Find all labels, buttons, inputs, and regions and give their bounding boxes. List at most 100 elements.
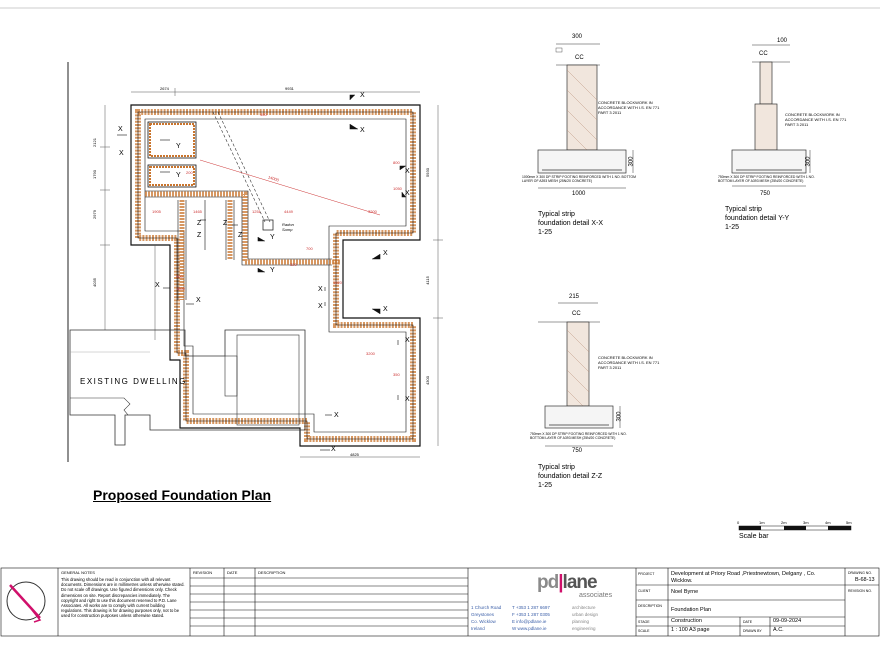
dim-right-2: 4115 (424, 276, 430, 285)
foundation-plan (67, 62, 443, 462)
dim-top-2: 9931 (285, 86, 294, 91)
address-line: Ireland (471, 626, 485, 631)
drawing-no-value: B-68-13 (855, 577, 875, 583)
dim-red: 320 (290, 262, 297, 267)
detail-x-x-drawing (537, 43, 634, 189)
dim-top-1: 2674 (160, 86, 169, 91)
section-marker-y: Y (270, 234, 275, 241)
detail-yy-caption-1: Typical strip (725, 206, 762, 213)
service-line: engineering (572, 626, 596, 631)
section-marker-x: X (196, 297, 201, 304)
detail-y-y-drawing (731, 44, 811, 187)
scale-tick-label: 3m (803, 520, 809, 525)
description-header: DESCRIPTION (258, 570, 286, 575)
contact-line: W www.pdlane.ie (512, 626, 547, 631)
section-marker-x: X (331, 446, 336, 453)
section-marker-x: X (383, 250, 388, 257)
scale-tick-label: 4m (825, 520, 831, 525)
stage-value: Construction (671, 618, 702, 624)
section-marker-y: Y (270, 267, 275, 274)
dim-red: 200 (186, 170, 193, 175)
detail-yy-caption-2: foundation detail Y-Y (725, 215, 790, 222)
section-marker-z: Z (238, 232, 243, 239)
detail-zz-width: 215 (569, 294, 580, 300)
detail-zz-cap: CC (572, 311, 581, 317)
section-marker-x: X (334, 412, 339, 419)
client-label: CLIENT (638, 589, 651, 593)
detail-xx-cap: CC (575, 55, 584, 61)
logo-pd: pd (537, 572, 559, 593)
dim-left-4: 4035 (91, 278, 97, 287)
project-value: Development at Priory Road ,Priestnewtow… (671, 571, 816, 584)
section-marker-x: X (405, 190, 410, 197)
detail-yy-footing-note: 750mm X 300 DP STRIP FOOTING REINFORCED … (718, 175, 815, 183)
service-line: architecture (572, 605, 596, 610)
scale-bar-graphic (738, 525, 852, 531)
scale-tick-label: 0 (737, 520, 740, 525)
address-line: 1 Church Road (471, 605, 502, 610)
description-label: DESCRIPTION (638, 604, 662, 608)
detail-xx-footing-note: 1000mm X 300 DP STRIP FOOTING REINFORCED… (522, 175, 636, 183)
section-marker-y: Y (176, 143, 181, 150)
detail-zz-depth: 300 (616, 411, 623, 422)
section-marker-z: Z (223, 220, 228, 227)
section-marker-z: Z (197, 220, 202, 227)
section-marker-x: X (119, 150, 124, 157)
contact-line: E info@pdlane.ie (512, 619, 547, 624)
dim-red: 900 (176, 274, 183, 279)
dim-red: 3200 (368, 209, 377, 214)
dim-red: 700 (306, 246, 313, 251)
dim-right-3: 4300 (424, 376, 430, 385)
detail-zz-footing-note: 750mm X 300 DP STRIP FOOTING REINFORCED … (530, 432, 627, 440)
plan-title: Proposed Foundation Plan (93, 487, 272, 503)
detail-yy-cap: CC (759, 51, 768, 57)
detail-zz-note: CONCRETE BLOCKWORK IN ACCORDANCE WITH I.… (598, 355, 660, 370)
scale-bar-label: Scale bar (739, 533, 769, 540)
drawn-by-label: DRAWN BY (743, 629, 762, 633)
dim-right-1: 5930 (424, 168, 430, 177)
section-marker-x: X (405, 337, 410, 344)
detail-xx-width: 300 (572, 34, 583, 40)
dim-left-1: 2121 (91, 138, 97, 147)
dim-left-2: 1790 (91, 170, 97, 179)
section-marker-z: Z (197, 232, 202, 239)
dim-red: 1465 (193, 209, 202, 214)
detail-zz-caption-2: foundation detail Z-Z (538, 473, 603, 480)
general-notes-text: This drawing should be read in conjuncti… (61, 577, 185, 619)
detail-zz-base-width: 750 (572, 448, 583, 454)
contact-line: F +353 1 287 0305 (512, 612, 550, 617)
detail-xx-caption-3: 1-25 (538, 229, 553, 236)
section-marker-x: X (118, 126, 123, 133)
dim-red: 800 (393, 160, 400, 165)
logo-associates: associates (579, 592, 613, 599)
detail-xx-caption-2: foundation detail X-X (538, 220, 603, 227)
scale-label: SCALE (638, 629, 650, 633)
scale-tick-label: 1m (759, 520, 765, 525)
detail-xx-base-width: 1000 (572, 191, 586, 197)
dim-red: 1905 (152, 209, 161, 214)
detail-yy-caption-3: 1-25 (725, 224, 740, 231)
existing-dwelling-label: EXISTING DWELLING (80, 377, 187, 386)
description-value: Foundation Plan (671, 607, 712, 613)
stage-label: STAGE (638, 620, 650, 624)
detail-xx-depth: 300 (628, 156, 635, 167)
dim-red: 450 (260, 112, 267, 117)
section-marker-x: X (318, 286, 323, 293)
dim-red: 4449 (284, 209, 293, 214)
dim-red: 1050 (393, 186, 402, 191)
section-marker-x: X (383, 306, 388, 313)
date-value: 09-09-2024 (773, 618, 802, 624)
dim-red: 3200 (366, 351, 375, 356)
contact-line: T +353 1 287 6697 (512, 605, 550, 610)
scale-tick-label: 2m (781, 520, 787, 525)
service-line: planning (572, 619, 590, 624)
radon-sump-label: Radon Sump (282, 222, 294, 232)
dim-left-3: 2979 (91, 210, 97, 219)
dim-red: 1020 (333, 280, 342, 285)
date-header: DATE (227, 570, 238, 575)
client-value: Noel Byrne (671, 589, 699, 595)
scale-tick-label: 5m (846, 520, 852, 525)
project-label: PROJECT (638, 572, 655, 576)
section-marker-x: X (360, 127, 365, 134)
